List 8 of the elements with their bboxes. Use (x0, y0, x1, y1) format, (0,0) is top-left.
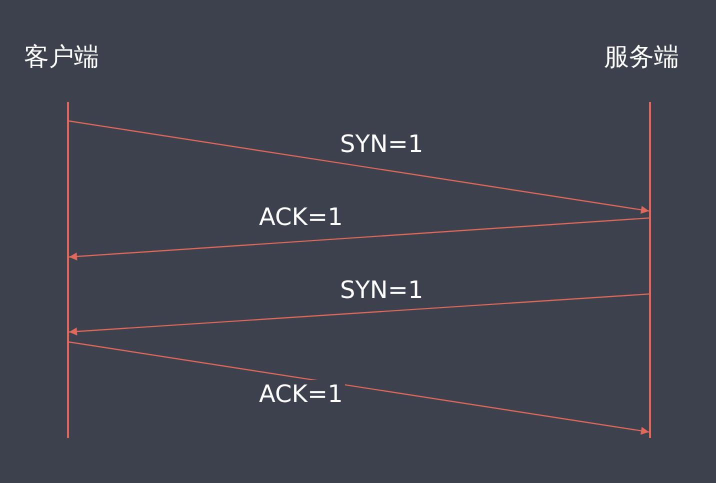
arrow (68, 341, 650, 435)
arrow (68, 217, 650, 260)
arrow (68, 120, 650, 214)
arrow (68, 293, 650, 336)
lifeline (649, 102, 651, 438)
lifeline (67, 102, 69, 438)
lifeline-label: 服务端 (604, 42, 679, 72)
lifeline-label: 客户端 (24, 42, 99, 72)
